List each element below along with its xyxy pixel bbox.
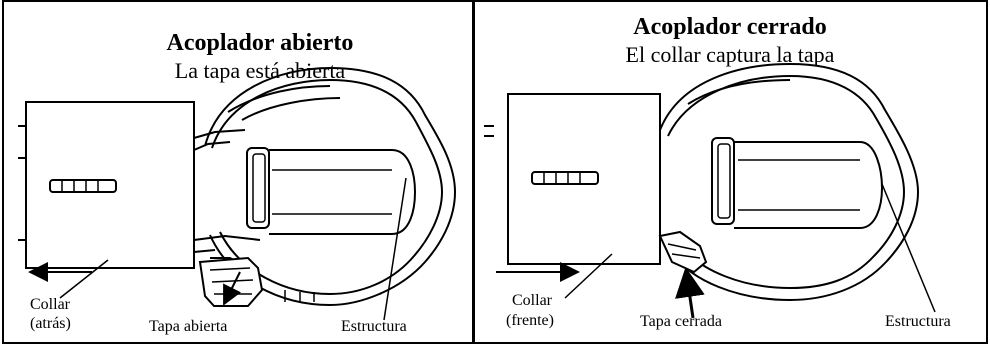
left-coupler-drawing [18,66,457,321]
left-title: Acoplador abierto [166,30,354,56]
left-lid-label: Tapa abierta [149,318,228,335]
right-subtitle: El collar captura la tapa [625,42,835,67]
right-structure [659,62,920,302]
left-subtitle: La tapa está abierta [174,58,346,83]
right-window [711,137,735,225]
right-collar-label-note: (frente) [506,312,554,329]
right-panel [474,0,988,344]
left-window [246,147,270,229]
right-title: Acoplador cerrado [633,14,827,40]
right-collar-label: Collar [512,292,552,309]
left-collar-slot [49,179,117,193]
left-panel [2,0,474,344]
left-structure [204,66,457,307]
right-coupler-drawing [484,62,936,319]
right-structure-label: Estructura [885,313,951,330]
right-lid [658,230,708,274]
right-collar-slot [531,171,599,185]
left-structure-label: Estructura [341,318,407,335]
left-collar-label-note: (atrás) [30,315,71,332]
left-collar-label: Collar [30,296,70,313]
right-lid-label: Tapa cerrada [640,313,722,330]
